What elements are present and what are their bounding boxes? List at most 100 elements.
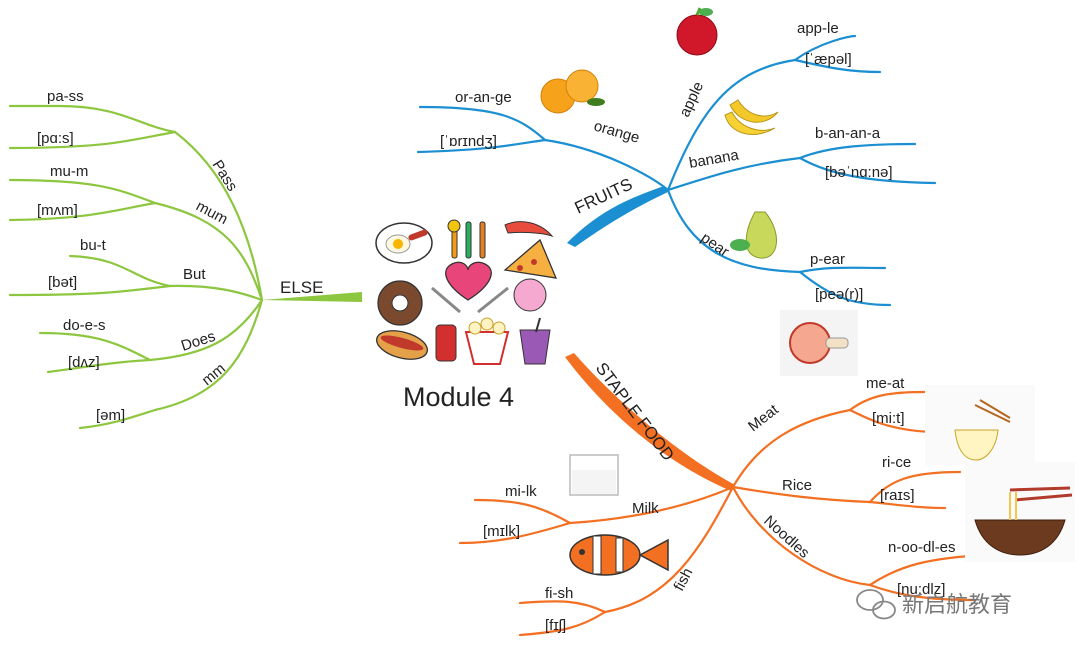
- hotdog-icon: [376, 330, 428, 360]
- edge-fish-parts: [518, 600, 607, 614]
- apple-icon: [676, 7, 718, 56]
- branch-staple-label: STAPLE FOOD: [592, 359, 678, 464]
- edge-does-ipa: [46, 358, 152, 374]
- chili-icon: [504, 221, 554, 238]
- milk-glass-icon: [569, 454, 619, 496]
- edge-meat-parts: [848, 390, 927, 412]
- watermark-text: 新启航教育: [902, 593, 1012, 618]
- branch-else: ELSE Pass pa-ss [pɑ:s] mum mu-m [mʌm] Bu…: [8, 88, 362, 430]
- edge-rice-parts: [868, 470, 962, 504]
- edge-orange: [543, 138, 670, 192]
- word-rice: Rice: [782, 477, 812, 494]
- clownfish-icon: [569, 534, 669, 576]
- edge-meat-ipa: [848, 408, 932, 434]
- edge-rice-ipa: [868, 500, 947, 510]
- word-pass: Pass: [209, 157, 241, 194]
- ipa-milk: [mɪlk]: [483, 523, 520, 540]
- edge-pear: [666, 188, 802, 274]
- edge-milk: [568, 485, 735, 525]
- edge-mum: [153, 201, 264, 302]
- orange-icon: [540, 69, 605, 114]
- branch-staple-main: [565, 353, 735, 491]
- edge-does: [148, 298, 264, 362]
- branch-fruits: FRUITS orange or-an-ge [ˈɒrɪndʒ] apple a…: [416, 20, 937, 307]
- word-pear: pear: [698, 229, 732, 260]
- edge-pear-parts: [798, 266, 887, 274]
- ipa-apple: [ˈæpəl]: [805, 51, 852, 68]
- cotton-candy-icon: [513, 278, 547, 312]
- edge-mm-ipa: [78, 408, 157, 430]
- egg-plate-icon: [375, 222, 433, 264]
- parts-but: bu-t: [80, 237, 107, 254]
- branch-else-main: [262, 292, 362, 302]
- edge-apple-parts: [793, 34, 857, 62]
- word-meat: Meat: [745, 401, 782, 435]
- wechat-icon: [856, 589, 896, 620]
- center-title: Module 4: [403, 382, 514, 412]
- ipa-noodles: [nu:dlz]: [897, 581, 945, 598]
- word-fish: fish: [671, 565, 697, 594]
- edge-banana-ipa: [798, 156, 937, 185]
- cutlery-icon: [447, 219, 486, 259]
- parts-fish: fi-sh: [545, 585, 573, 602]
- branch-fruits-main: [567, 186, 668, 247]
- edge-noodles: [731, 485, 872, 587]
- ipa-rice: [raɪs]: [880, 487, 915, 504]
- ipa-mm: [əm]: [96, 407, 125, 424]
- parts-milk: mi-lk: [505, 483, 537, 500]
- parts-pass: pa-ss: [47, 88, 84, 105]
- edge-but-parts: [68, 254, 172, 288]
- edge-milk-parts: [473, 498, 572, 525]
- edge-orange-parts: [418, 105, 547, 142]
- ipa-mum: [mʌm]: [37, 202, 78, 219]
- word-but: But: [183, 266, 206, 283]
- branch-else-label: ELSE: [280, 278, 323, 297]
- drink-cup-icon: [519, 329, 551, 365]
- word-noodles: Noodles: [760, 512, 812, 561]
- parts-noodles: n-oo-dl-es: [888, 539, 956, 556]
- word-mm: mm: [199, 360, 229, 389]
- pear-icon: [730, 211, 777, 259]
- meat-drumstick-icon: [780, 310, 858, 376]
- parts-mum: mu-m: [50, 163, 88, 180]
- edge-banana: [666, 156, 802, 192]
- parts-apple: app-le: [797, 20, 839, 37]
- edge-orange-ipa: [416, 138, 547, 154]
- ipa-but: [bət]: [48, 274, 77, 291]
- edge-pass-parts: [8, 104, 177, 134]
- parts-meat: me-at: [866, 375, 905, 392]
- food-collage: [375, 219, 558, 365]
- edge-pass: [173, 130, 264, 302]
- edge-mum-parts: [8, 178, 157, 205]
- parts-does: do-e-s: [63, 317, 106, 334]
- ipa-pear: [peə(r)]: [815, 286, 863, 303]
- word-orange: orange: [592, 118, 642, 147]
- word-mum: mum: [193, 198, 230, 229]
- edge-noodles-ipa: [868, 583, 977, 602]
- edge-apple-ipa: [793, 58, 882, 74]
- edge-but: [168, 284, 264, 302]
- edge-banana-parts: [798, 142, 917, 160]
- edge-does-parts: [38, 331, 152, 362]
- parts-orange: or-an-ge: [455, 89, 512, 106]
- ipa-pass: [pɑ:s]: [37, 130, 74, 147]
- parts-banana: b-an-an-a: [815, 125, 881, 142]
- edge-fish-ipa: [518, 610, 607, 637]
- edge-pear-ipa: [798, 270, 892, 307]
- word-banana: banana: [688, 146, 741, 172]
- rice-bowl-icon: [925, 385, 1035, 465]
- ipa-does: [dʌz]: [68, 354, 100, 371]
- ipa-meat: [mi:t]: [872, 410, 905, 427]
- edge-mum-ipa: [8, 201, 157, 222]
- knife-icon: [431, 286, 461, 314]
- parts-rice: ri-ce: [882, 454, 911, 471]
- edge-but-ipa: [8, 284, 172, 297]
- watermark: 新启航教育: [856, 589, 1012, 620]
- parts-pear: p-ear: [810, 251, 845, 268]
- edge-mm: [153, 298, 264, 412]
- ipa-banana: [bəˈnɑ:nə]: [825, 164, 893, 181]
- fork-icon: [477, 286, 509, 314]
- ketchup-icon: [435, 324, 457, 362]
- edge-pass-ipa: [8, 130, 177, 150]
